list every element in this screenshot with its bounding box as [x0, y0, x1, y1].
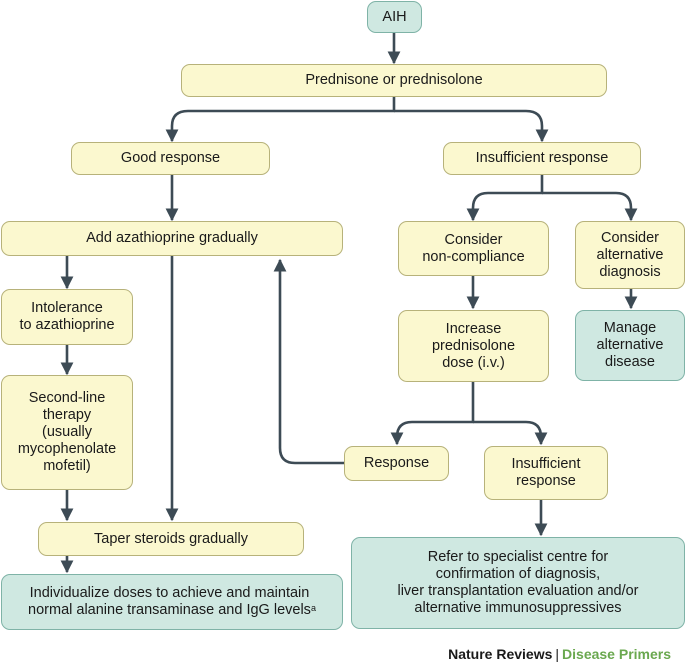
- footer-separator: |: [555, 646, 560, 662]
- node-good-response: Good response: [71, 142, 270, 175]
- node-prednisone: Prednisone or prednisolone: [181, 64, 607, 97]
- arrow-increase-to-response: [390, 382, 475, 446]
- arrow-insufficient-to-noncompliance: [466, 174, 544, 222]
- arrow-increase-to-insufficient-2: [473, 420, 548, 446]
- node-consider-alternative: Consider alternative diagnosis: [575, 221, 685, 289]
- footer-series: Disease Primers: [562, 646, 671, 662]
- node-insufficient-response-2: Insufficient response: [484, 446, 608, 500]
- node-insufficient-response: Insufficient response: [443, 142, 641, 175]
- arrow-prednisone-to-good-response: [165, 97, 396, 143]
- node-increase-prednisolone: Increase prednisolone dose (i.v.): [398, 310, 549, 382]
- footer-journal: Nature Reviews: [448, 646, 553, 662]
- node-refer-specialist: Refer to specialist centre for confirmat…: [351, 537, 685, 629]
- node-response: Response: [344, 446, 449, 481]
- node-manage-alternative: Manage alternative disease: [575, 310, 685, 381]
- node-aih: AIH: [367, 1, 422, 33]
- arrow-prednisone-to-insufficient-response: [394, 109, 549, 143]
- node-second-line-therapy: Second-line therapy (usually mycophenola…: [1, 375, 133, 490]
- arrow-insufficient-to-alternative: [542, 191, 638, 222]
- individualize-text: Individualize doses to achieve and maint…: [28, 585, 311, 618]
- node-add-azathioprine: Add azathioprine gradually: [1, 221, 343, 256]
- footer-credit: Nature Reviews|Disease Primers: [448, 646, 671, 662]
- node-consider-noncompliance: Consider non-compliance: [398, 221, 549, 276]
- arrow-response-to-azathioprine: [273, 258, 344, 465]
- node-intolerance: Intolerance to azathioprine: [1, 289, 133, 345]
- node-individualize-doses: Individualize doses to achieve and maint…: [1, 574, 343, 630]
- node-taper-steroids: Taper steroids gradually: [38, 522, 304, 556]
